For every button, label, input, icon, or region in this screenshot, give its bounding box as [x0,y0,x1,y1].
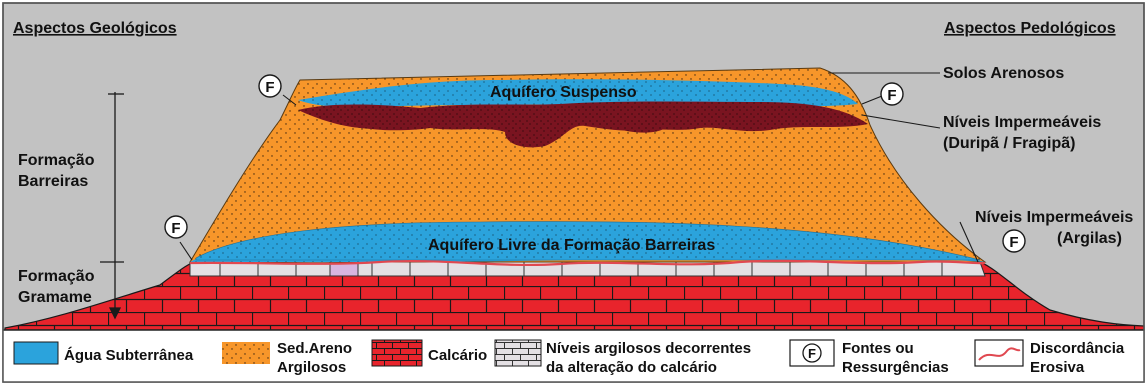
perched-aquifer [298,79,858,108]
legend-item-fontes: F Fontes ou Ressurgências [789,339,949,376]
svg-text:Discordância: Discordância [1030,340,1125,357]
svg-text:F: F [1009,234,1018,251]
legend-swatch-discordancia [978,347,1021,361]
legend-item-calcario: Calcário [371,339,487,367]
label-aquifero-livre: Aquífero Livre da Formação Barreiras [428,237,715,254]
legend-item-niveis: Níveis argilosos decorrentes da alteraçã… [494,339,751,376]
label-formacao-barreiras-1: Formação [18,152,95,169]
legend-swatch-fontes [802,343,822,363]
unconformity-line [189,259,986,267]
svg-text:Ressurgências: Ressurgências [842,359,949,376]
legend-item-agua: Água Subterrânea [13,341,194,365]
free-aquifer-upper [195,221,981,261]
spring-marker-1: F [258,74,282,98]
svg-text:F: F [808,346,816,361]
impermeable-hardpan-patch [618,118,668,133]
legend-swatch-niveis [494,339,542,367]
label-aquifero-suspenso: Aquífero Suspenso [490,84,637,101]
legend-panel [3,330,1144,382]
svg-text:Calcário: Calcário [428,347,487,364]
label-niveis-impermeaveis-2b: (Argilas) [1057,230,1122,247]
spring-marker-2: F [880,82,904,106]
legend-item-sed: Sed.Areno Argilosos [222,340,352,376]
svg-text:Argilosos: Argilosos [277,359,346,376]
legend-item-discordancia: Discordância Erosiva [974,339,1125,376]
svg-text:da alteração do calcário: da alteração do calcário [546,359,717,376]
label-formacao-barreiras-2: Barreiras [18,173,88,190]
svg-text:Níveis argilosos decorrentes: Níveis argilosos decorrentes [546,340,751,357]
impermeable-hardpan [298,101,868,148]
formation-scale [100,92,124,320]
label-niveis-impermeaveis-1b: (Duripã / Fragipã) [943,135,1075,152]
label-niveis-impermeaveis-2a: Níveis Impermeáveis [975,209,1133,226]
svg-text:Sed.Areno: Sed.Areno [277,340,352,357]
label-solos-arenosos: Solos Arenosos [943,65,1064,82]
right-title: Aspectos Pedológicos [944,20,1116,37]
label-niveis-impermeaveis-1a: Níveis Impermeáveis [943,114,1101,131]
legend-swatch-calcario [371,339,423,367]
legend-swatch-sed [222,342,270,364]
svg-text:F: F [265,79,274,96]
svg-text:F: F [887,87,896,104]
leader-lines [179,72,979,263]
label-formacao-gramame-1: Formação [18,268,95,285]
svg-text:Erosiva: Erosiva [1030,359,1085,376]
spring-marker-4: F [1002,229,1026,253]
svg-text:Água Subterrânea: Água Subterrânea [64,347,194,364]
svg-text:F: F [171,220,180,237]
left-title: Aspectos Geológicos [13,20,177,37]
spring-marker-3: F [164,215,188,239]
legend-swatch-agua [13,341,59,365]
svg-text:Fontes ou: Fontes ou [842,340,914,357]
clay-levels-joints [219,262,943,276]
label-formacao-gramame-2: Gramame [18,289,92,306]
